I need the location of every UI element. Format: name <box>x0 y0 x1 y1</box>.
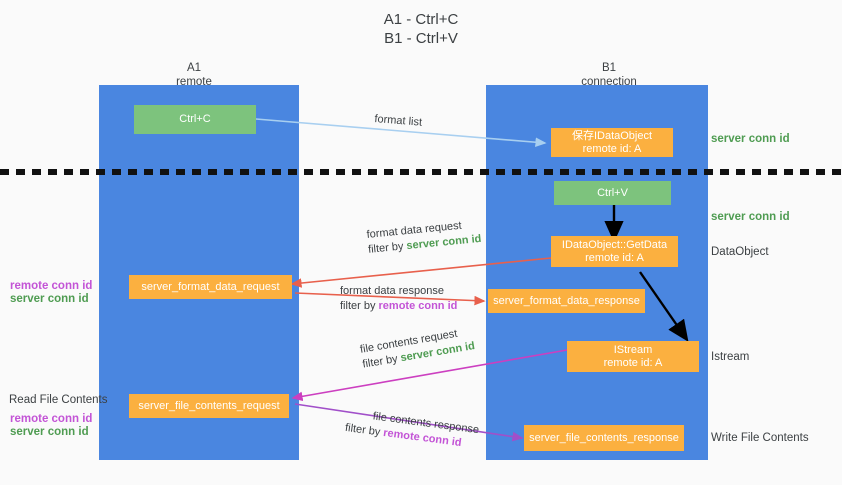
edge-label-format-data-request-prefix: filter by <box>367 240 408 256</box>
left-label-server-conn-id-bottom: server conn id <box>10 426 89 438</box>
edge-label-file-contents-response-prefix: filter by <box>344 421 385 439</box>
node-server-file-contents-response[interactable]: server_file_contents_response <box>524 425 684 451</box>
edge-label-file-contents-request-prefix: filter by <box>361 352 402 371</box>
right-label-istream: Istream <box>711 351 750 363</box>
edge-label-format-data-response-key: remote conn id <box>378 300 458 312</box>
edge-label-format-data-request: format data request filter by server con… <box>366 217 482 258</box>
right-label-dataobject: DataObject <box>711 246 769 258</box>
edge-label-format-data-response: format data response filter by remote co… <box>340 284 457 314</box>
edge-label-format-data-response-line1: format data response <box>340 285 444 297</box>
left-label-remote-conn-id-top: remote conn id <box>10 280 93 292</box>
node-istream[interactable]: IStream remote id: A <box>567 341 699 372</box>
edge-label-file-contents-response: file contents response filter by remote … <box>344 406 480 453</box>
left-label-remote-conn-id-bottom: remote conn id <box>10 413 93 425</box>
node-server-file-contents-request[interactable]: server_file_contents_request <box>129 394 289 418</box>
edge-label-format-data-response-prefix: filter by <box>340 300 379 312</box>
right-label-server-conn-id-top: server conn id <box>711 133 790 145</box>
node-server-format-data-response[interactable]: server_format_data_response <box>488 289 645 313</box>
edge-label-file-contents-request: file contents request filter by server c… <box>359 324 476 372</box>
left-label-read-file-contents: Read File Contents <box>9 394 108 406</box>
node-ctrl-c[interactable]: Ctrl+C <box>134 105 256 134</box>
right-label-write-file-contents: Write File Contents <box>711 432 809 444</box>
node-ctrl-v[interactable]: Ctrl+V <box>554 181 671 205</box>
right-label-server-conn-id-mid: server conn id <box>711 211 790 223</box>
left-label-server-conn-id-top: server conn id <box>10 293 89 305</box>
edge-label-format-list: format list <box>373 112 423 129</box>
node-idataobject-getdata[interactable]: IDataObject::GetData remote id: A <box>551 236 678 267</box>
node-server-format-data-request[interactable]: server_format_data_request <box>129 275 292 299</box>
phase-divider <box>0 169 842 175</box>
page-title: A1 - Ctrl+C B1 - Ctrl+V <box>383 11 459 47</box>
node-save-idataobject[interactable]: 保存IDataObject remote id: A <box>551 128 673 157</box>
